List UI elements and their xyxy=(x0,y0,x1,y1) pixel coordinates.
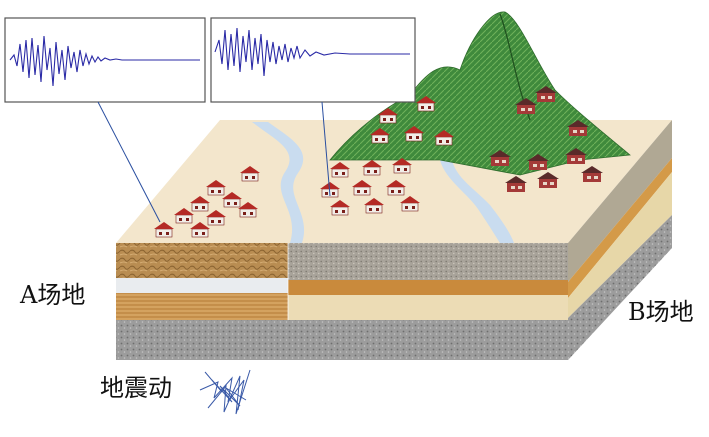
site-b-label: B场地 xyxy=(628,298,694,326)
site-a-label: A场地 xyxy=(20,281,86,309)
side-layer-top xyxy=(568,120,672,282)
side-layer-rock xyxy=(568,215,672,360)
a-layer-wood xyxy=(116,293,288,320)
side-layer-sand xyxy=(568,172,672,318)
seismogram-a-trace xyxy=(9,35,200,87)
bedrock xyxy=(116,320,568,360)
connector-a xyxy=(97,101,161,223)
river-a xyxy=(252,122,305,243)
a-layer-white xyxy=(116,278,288,293)
a-layer-clay xyxy=(116,243,288,278)
b-layer-sand xyxy=(288,295,568,320)
seismogram-b xyxy=(210,17,416,103)
earthquake-wave-icon xyxy=(199,369,251,415)
earthquake-label: 地震动 xyxy=(100,374,172,402)
b-layer-orange xyxy=(288,280,568,295)
river-b xyxy=(440,160,514,243)
b-layer-gravel xyxy=(288,243,568,280)
houses-b-site xyxy=(319,157,421,216)
seismogram-b-trace xyxy=(214,27,410,77)
seismogram-a xyxy=(4,17,206,103)
connector-b xyxy=(321,101,331,197)
side-layer-orange xyxy=(568,158,672,298)
